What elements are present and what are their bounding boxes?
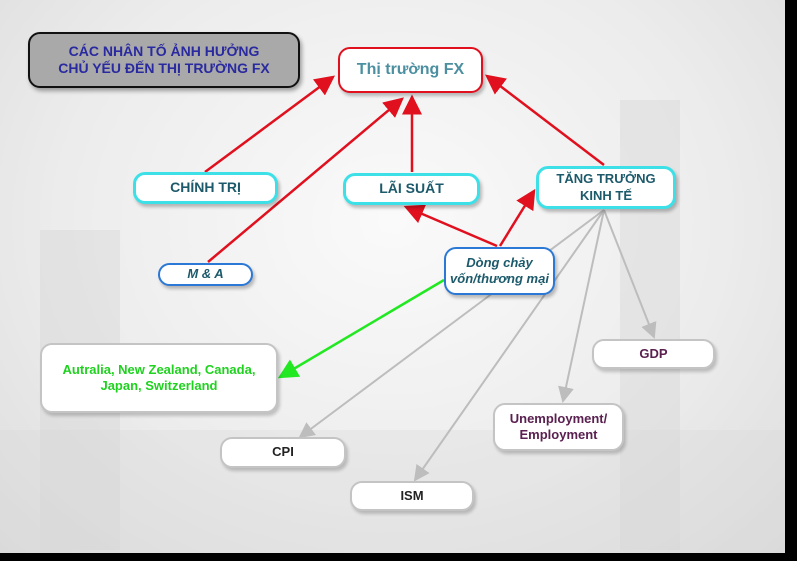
arrow-ma-fx: [207, 97, 404, 263]
node-gdp: GDP: [592, 339, 715, 369]
node-unemp-line-1: Unemployment/: [509, 410, 608, 426]
node-cpi-label: CPI: [272, 444, 294, 460]
title-line-1: CÁC NHÂN TỐ ẢNH HƯỞNG: [68, 42, 260, 59]
node-countries: Autralia, New Zealand, Canada, Japan, Sw…: [40, 343, 278, 413]
arrow-growth-gdp: [603, 209, 657, 339]
node-economic-growth: TĂNG TRƯỞNG KINH TẾ: [536, 166, 676, 209]
node-capital-flow: Dòng chảy vốn/thương mại: [444, 247, 555, 295]
arrow-politics-fx: [204, 75, 336, 174]
arrow-flow-countries: [277, 278, 445, 379]
connectors: [204, 74, 657, 482]
diagram-canvas: CÁC NHÂN TỐ ẢNH HƯỞNG CHỦ YẾU ĐẾN THỊ TR…: [0, 0, 785, 553]
node-interest-label: LÃI SUẤT: [379, 180, 444, 197]
arrow-flow-interest: [403, 204, 498, 248]
arrow-growth-ism: [413, 209, 605, 482]
arrow-growth-cpi: [298, 209, 605, 439]
node-ma-label: M & A: [187, 266, 224, 282]
node-flow-line-1: Dòng chảy: [466, 254, 533, 270]
title-line-2: CHỦ YẾU ĐẾN THỊ TRƯỜNG FX: [58, 60, 270, 76]
arrow-growth-unemployment: [558, 209, 605, 403]
node-growth-line-1: TĂNG TRƯỞNG: [556, 171, 656, 187]
diagram-title: CÁC NHÂN TỐ ẢNH HƯỞNG CHỦ YẾU ĐẾN THỊ TR…: [28, 32, 300, 88]
arrow-flow-growth: [498, 188, 536, 247]
node-growth-line-2: KINH TẾ: [580, 187, 632, 203]
node-ism-label: ISM: [400, 487, 424, 503]
node-countries-line-1: Autralia, New Zealand, Canada,: [62, 361, 256, 377]
node-politics: CHÍNH TRỊ: [133, 172, 278, 204]
node-countries-line-2: Japan, Switzerland: [100, 378, 218, 393]
node-m-and-a: M & A: [158, 263, 253, 286]
node-fx-label: Thị trường FX: [356, 61, 465, 78]
node-unemp-line-2: Employment: [519, 427, 598, 442]
node-flow-line-2: vốn/thương mại: [450, 271, 549, 286]
node-ism: ISM: [350, 481, 474, 511]
node-politics-label: CHÍNH TRỊ: [170, 179, 241, 196]
arrow-growth-fx: [485, 74, 605, 166]
node-unemployment: Unemployment/ Employment: [493, 403, 624, 451]
node-fx-market: Thị trường FX: [338, 47, 483, 93]
node-gdp-label: GDP: [639, 345, 668, 361]
node-interest-rate: LÃI SUẤT: [343, 173, 480, 205]
node-cpi: CPI: [220, 437, 346, 468]
